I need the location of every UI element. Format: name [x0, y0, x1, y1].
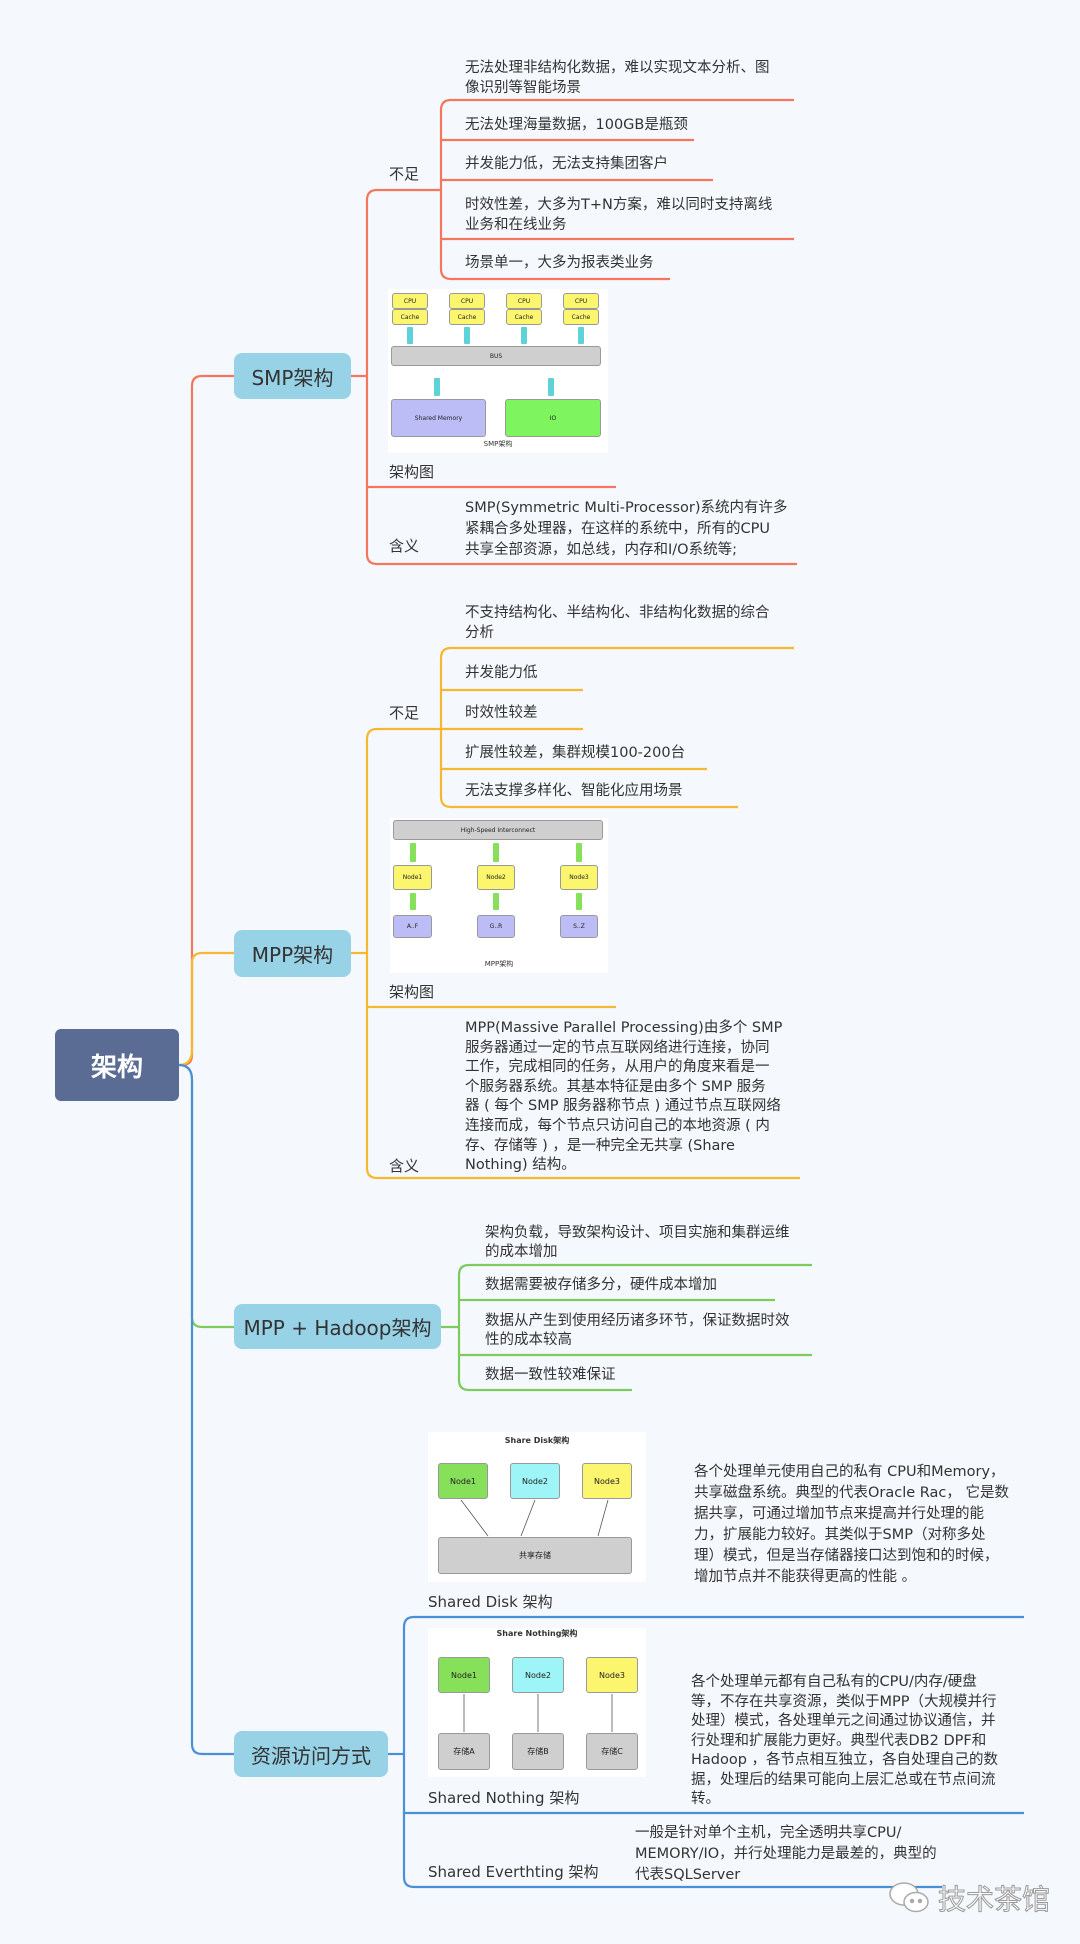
shared-disk-text: 各个处理单元使用自己的私有 CPU和Memory， 共享磁盘系统。典型的代表Or… [694, 1464, 1010, 1585]
smp-shortcoming[interactable]: 场景单一，大多为报表类业务 [465, 255, 654, 271]
arrow-icon [464, 327, 470, 344]
node-box: Node2 [510, 1463, 560, 1499]
cache-box: Cache [392, 309, 428, 325]
arrow-icon [434, 378, 440, 396]
cache-box: Cache [449, 309, 485, 325]
cache-box: Cache [563, 309, 599, 325]
arrow-icon [576, 843, 582, 862]
mpp-shortcoming[interactable]: 不支持结构化、半结构化、非结构化数据的综合 分析 [465, 605, 770, 641]
smp-diagram-label[interactable]: 架构图 [389, 463, 435, 481]
arrow-icon [578, 327, 584, 344]
mpp-meaning-text: MPP(Massive Parallel Processing)由多个 SMP … [465, 1020, 783, 1174]
smp-shortcoming[interactable]: 无法处理海量数据，100GB是瓶颈 [465, 117, 688, 133]
mpp-shortcomings-label[interactable]: 不足 [389, 704, 420, 722]
arrow-icon [548, 378, 554, 396]
shared-storage-box: 共享存储 [438, 1537, 632, 1574]
shared-memory-box: Shared Memory [391, 399, 486, 437]
mpp-shortcoming[interactable]: 时效性较差 [465, 705, 538, 721]
mpp-shortcoming[interactable]: 无法支撑多样化、智能化应用场景 [465, 783, 683, 799]
cpu-box: CPU [506, 293, 542, 309]
diagram-caption: SMP架构 [483, 440, 513, 448]
hadoop-item[interactable]: 架构负载，导致架构设计、项目实施和集群运维 的成本增加 [485, 1225, 790, 1260]
arrow-lines [463, 1694, 613, 1732]
node-mpp[interactable]: MPP架构 [234, 930, 351, 977]
shared-disk-diagram-image: Share Disk架构 Node1 Node2 Node3 共享存储 [428, 1432, 646, 1582]
storage-box: 存储A [438, 1733, 490, 1770]
storage-box: 存储C [586, 1733, 638, 1770]
node-resource-access[interactable]: 资源访问方式 [234, 1731, 388, 1777]
mpp-diagram-label[interactable]: 架构图 [389, 983, 435, 1001]
diagram-title: Share Nothing架构 [496, 1629, 578, 1638]
shared-everything-text: 一般是针对单个主机，完全透明共享CPU/ MEMORY/IO，并行处理能力是最差… [635, 1825, 937, 1883]
arrow-icon [521, 327, 527, 344]
node-box: Node2 [512, 1657, 564, 1693]
node-box: Node2 [477, 865, 515, 890]
node-box: Node3 [582, 1463, 632, 1499]
smp-shortcoming[interactable]: 并发能力低，无法支持集团客户 [465, 156, 668, 172]
shared-disk-label[interactable]: Shared Disk 架构 [428, 1593, 553, 1611]
shared-nothing-diagram-image: Share Nothing架构 Node1 Node2 Node3 存储A 存储… [428, 1628, 646, 1777]
arrow-icon [407, 327, 413, 344]
smp-shortcoming[interactable]: 时效性差，大多为T+N方案，难以同时支持离线 业务和在线业务 [465, 197, 773, 233]
bus-box: BUS [391, 346, 601, 366]
root-node[interactable]: 架构 [55, 1029, 179, 1101]
storage-box: G..R [477, 915, 515, 938]
mpp-meaning-label[interactable]: 含义 [389, 1157, 420, 1175]
node-box: Node1 [438, 1657, 490, 1693]
arrow-icon [410, 843, 416, 862]
cpu-box: CPU [563, 293, 599, 309]
cpu-box: CPU [392, 293, 428, 309]
node-box: Node3 [560, 865, 598, 890]
hadoop-item[interactable]: 数据需要被存储多分，硬件成本增加 [485, 1277, 717, 1293]
io-box: IO [505, 399, 601, 437]
storage-box: A..F [393, 915, 432, 938]
watermark-text: 技术茶馆 [937, 1883, 1051, 1917]
node-box: Node1 [393, 865, 432, 890]
node-box: Node1 [438, 1463, 488, 1499]
smp-meaning-text: SMP(Symmetric Multi-Processor)系统内有许多 紧耦合… [465, 500, 788, 558]
diagram-caption: MPP架构 [484, 960, 514, 968]
smp-diagram-image: CPU Cache CPU Cache CPU Cache CPU Cache … [388, 289, 608, 453]
cpu-box: CPU [449, 293, 485, 309]
storage-box: S..Z [560, 915, 598, 938]
hadoop-item[interactable]: 数据从产生到使用经历诸多环节，保证数据时效 性的成本较高 [485, 1313, 790, 1348]
wechat-icon [889, 1882, 929, 1913]
node-box: Node3 [586, 1657, 638, 1693]
arrow-icon [493, 843, 499, 862]
node-mpp-hadoop[interactable]: MPP + Hadoop架构 [234, 1304, 441, 1349]
cache-box: Cache [506, 309, 542, 325]
smp-shortcomings-label[interactable]: 不足 [389, 165, 420, 183]
shared-nothing-text: 各个处理单元都有自己私有的CPU/内存/硬盘 等，不存在共享资源，类似于MPP（… [691, 1674, 999, 1807]
interconnect-box: High-Speed Interconnect [393, 820, 603, 840]
mpp-diagram-image: High-Speed Interconnect Node1 Node2 Node… [390, 818, 608, 973]
arrow-icon [576, 893, 582, 910]
watermark: 技术茶馆 [888, 1878, 1051, 1918]
storage-box: 存储B [512, 1733, 564, 1770]
mpp-shortcoming[interactable]: 并发能力低 [465, 665, 538, 681]
mpp-shortcoming[interactable]: 扩展性较差，集群规模100-200台 [465, 745, 686, 761]
smp-meaning-label[interactable]: 含义 [389, 537, 420, 555]
smp-shortcoming[interactable]: 无法处理非结构化数据，难以实现文本分析、图 像识别等智能场景 [465, 60, 770, 96]
node-smp[interactable]: SMP架构 [234, 353, 351, 399]
shared-nothing-label[interactable]: Shared Nothing 架构 [428, 1789, 580, 1807]
shared-everything-label[interactable]: Shared Everthting 架构 [428, 1863, 599, 1881]
hadoop-item[interactable]: 数据一致性较难保证 [485, 1367, 616, 1383]
arrow-icon [493, 893, 499, 910]
arrow-icon [410, 893, 416, 910]
arrow-lines [460, 1499, 609, 1537]
diagram-title: Share Disk架构 [504, 1436, 570, 1445]
